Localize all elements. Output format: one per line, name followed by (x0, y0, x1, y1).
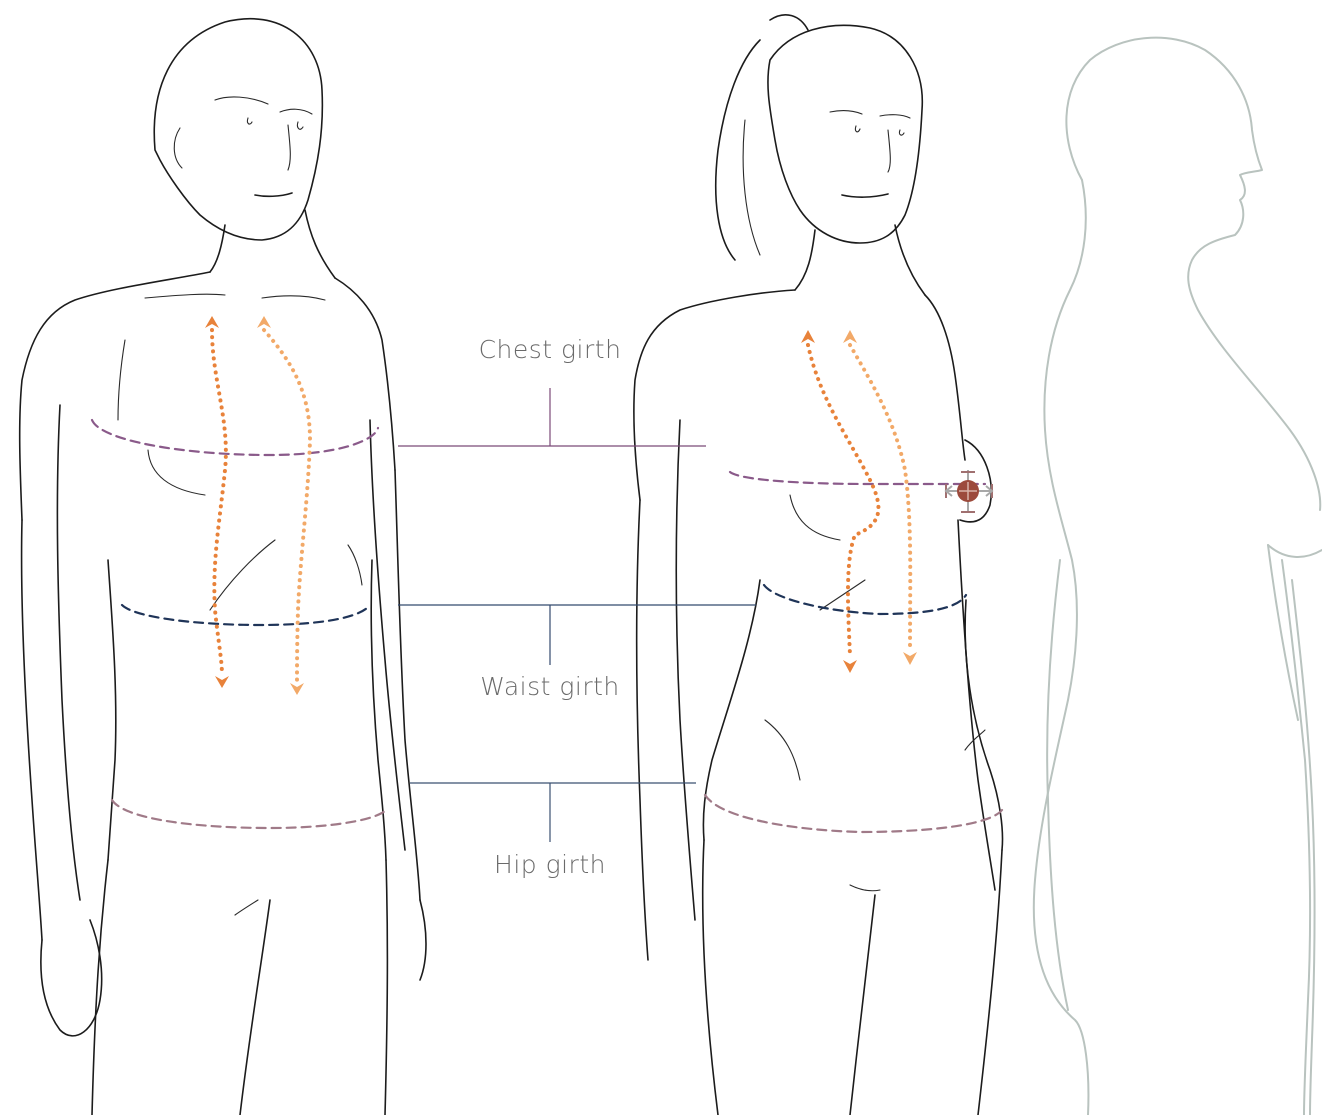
male-chest-girth-line (92, 420, 378, 455)
chest-girth-guide (398, 388, 706, 446)
male-arrow-dark (205, 316, 229, 688)
male-arrow-light (257, 316, 310, 695)
male-hip-girth-line (112, 800, 388, 828)
chest-girth-label: Chest girth (479, 335, 622, 364)
hip-girth-guide (410, 783, 696, 842)
waist-girth-label: Waist girth (480, 672, 620, 701)
female-arrow-dark (801, 330, 878, 673)
waist-girth-guide (398, 605, 756, 665)
hip-girth-label: Hip girth (494, 850, 606, 879)
female-waist-girth-line (764, 585, 966, 614)
male-front-figure (20, 19, 426, 1115)
female-chest-girth-line (730, 472, 985, 484)
female-hip-girth-line (705, 795, 1002, 832)
male-waist-girth-line (122, 605, 370, 625)
female-front-figure (634, 15, 1003, 1115)
female-side-profile (1034, 38, 1322, 1115)
crosshair-move-icon[interactable] (946, 470, 992, 512)
